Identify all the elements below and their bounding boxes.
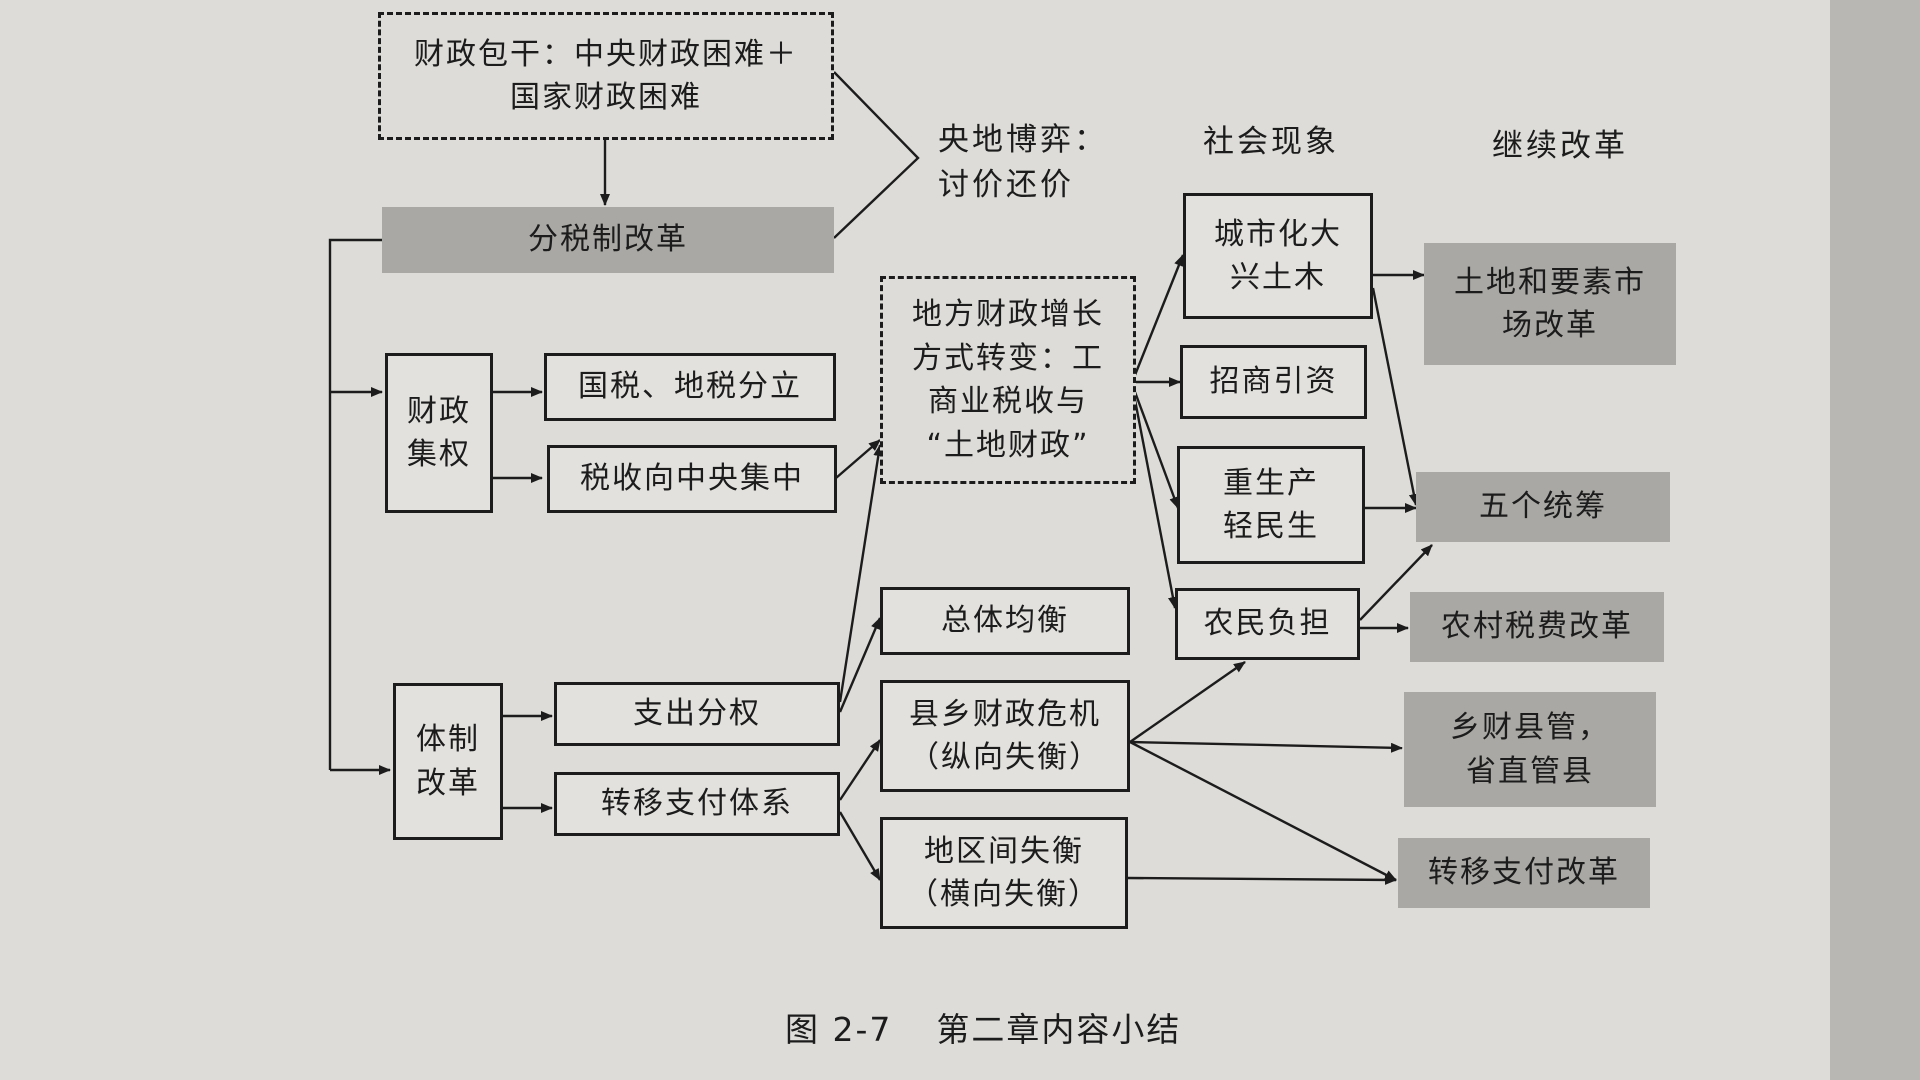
arrow-growth-to-farmer [1133, 399, 1178, 609]
figure-title: 第二章内容小结 [936, 1010, 1182, 1049]
text-line: 方式转变：工 [912, 340, 1104, 376]
arrow-growth-to-urbanization [1133, 254, 1185, 376]
text-line: 税收向中央集中 [580, 461, 804, 497]
text-line: 省直管县 [1466, 753, 1594, 789]
box-transfer-payment-reform: 转移支付改革 [1398, 838, 1650, 908]
text-line: 商业税收与 [928, 384, 1088, 419]
arrow-crisis-to-transfer-reform [1129, 740, 1397, 882]
page-edge [1830, 0, 1920, 1080]
text-line: 地方财政增长 [912, 297, 1104, 332]
text-line: 分税制改革 [528, 222, 688, 258]
arrow-growth-to-production [1133, 391, 1180, 509]
box-farmer-burden: 农民负担 [1175, 588, 1360, 660]
text-line: 土地和要素市 [1454, 264, 1646, 300]
text-line: 兴土木 [1230, 260, 1326, 295]
text-line: 讨价还价 [938, 166, 1074, 203]
box-overall-balance: 总体均衡 [880, 587, 1130, 655]
box-transfer-payment-system: 转移支付体系 [554, 772, 840, 836]
arrow-regional-to-transfer-reform [1127, 874, 1397, 885]
text-line: 县乡财政危机 [909, 696, 1101, 732]
text-line: 转移支付体系 [601, 786, 793, 822]
branch-taxreform-left [328, 238, 382, 770]
arrow-urbanization-to-five [1371, 287, 1419, 506]
text-line: 财政 [407, 393, 471, 429]
arrow-taxcentral-to-growth [835, 439, 881, 479]
box-fiscal-contract: 财政包干：中央财政困难＋ 国家财政困难 [378, 12, 834, 140]
text-line: “土地财政” [926, 427, 1090, 463]
text-line: 重生产 [1223, 465, 1319, 501]
box-fiscal-centralization: 财政集权 [385, 353, 493, 513]
text-line: 城市化大 [1214, 216, 1342, 252]
label-central-local-game: 央地博弈： 讨价还价 [938, 118, 1108, 208]
arrow-farmer-to-five [1359, 544, 1433, 621]
text-line: 支出分权 [633, 696, 761, 732]
box-expenditure-decentralization: 支出分权 [554, 682, 840, 746]
text-line: （纵向失衡） [909, 740, 1101, 775]
box-attract-investment: 招商引资 [1180, 345, 1367, 419]
bracket-central-local-game [833, 71, 920, 239]
label-continued-reform: 继续改革 [1492, 128, 1628, 164]
arrow-expenditure-to-balance [838, 617, 882, 713]
box-local-fiscal-growth: 地方财政增长方式转变：工商业税收与 “土地财政” [880, 276, 1136, 484]
box-production-over-livelihood: 重生产轻民生 [1177, 446, 1365, 564]
figure-number: 图 2-7 [785, 1010, 893, 1049]
figure-caption: 图 2-7 第二章内容小结 [785, 1003, 1181, 1051]
text-line: 招商引资 [1209, 364, 1338, 400]
box-county-township-crisis: 县乡财政危机 （纵向失衡） [880, 680, 1130, 792]
arrow-crisis-to-county [1129, 740, 1403, 753]
text-line: 轻民生 [1223, 509, 1319, 544]
text-line: 央地博弈： [938, 122, 1108, 158]
box-tax-to-central: 税收向中央集中 [547, 445, 837, 513]
text-line: 总体均衡 [941, 603, 1069, 639]
box-rural-tax-reform: 农村税费改革 [1410, 592, 1664, 662]
text-line: 地区间失衡 [924, 833, 1084, 869]
label-social-phenomena: 社会现象 [1203, 124, 1339, 160]
text-line: 集权 [407, 437, 471, 472]
text-line: 场改革 [1502, 308, 1598, 343]
text-line: （横向失衡） [908, 877, 1100, 912]
text-line: 转移支付改革 [1428, 855, 1620, 891]
text-line: 改革 [416, 765, 480, 801]
box-five-coordinations: 五个统筹 [1416, 472, 1670, 542]
arrow-transfer-to-crisis [839, 739, 881, 801]
box-tax-sharing-reform: 分税制改革 [382, 207, 834, 273]
box-regional-imbalance: 地区间失衡 （横向失衡） [880, 817, 1128, 929]
text-line: 农村税费改革 [1441, 609, 1633, 645]
arrow-transfer-to-regional [838, 811, 882, 881]
box-national-local-tax-split: 国税、地税分立 [544, 353, 836, 421]
arrow-expenditure-to-growth [838, 444, 884, 703]
text-line: 体制 [416, 722, 480, 757]
text-line: 国税、地税分立 [578, 369, 802, 405]
arrow-crisis-to-farmer [1129, 661, 1246, 743]
box-system-reform: 体制改革 [393, 683, 503, 840]
text-line: 国家财政困难 [510, 80, 702, 115]
text-line: 农民负担 [1203, 606, 1332, 642]
text-line: 乡财县管， [1450, 710, 1610, 745]
text-line: 财政包干：中央财政困难＋ [414, 36, 798, 72]
box-urbanization: 城市化大兴土木 [1183, 193, 1373, 319]
box-land-factor-market-reform: 土地和要素市场改革 [1424, 243, 1676, 365]
text-line: 五个统筹 [1479, 489, 1607, 525]
box-county-management: 乡财县管， 省直管县 [1404, 692, 1656, 807]
